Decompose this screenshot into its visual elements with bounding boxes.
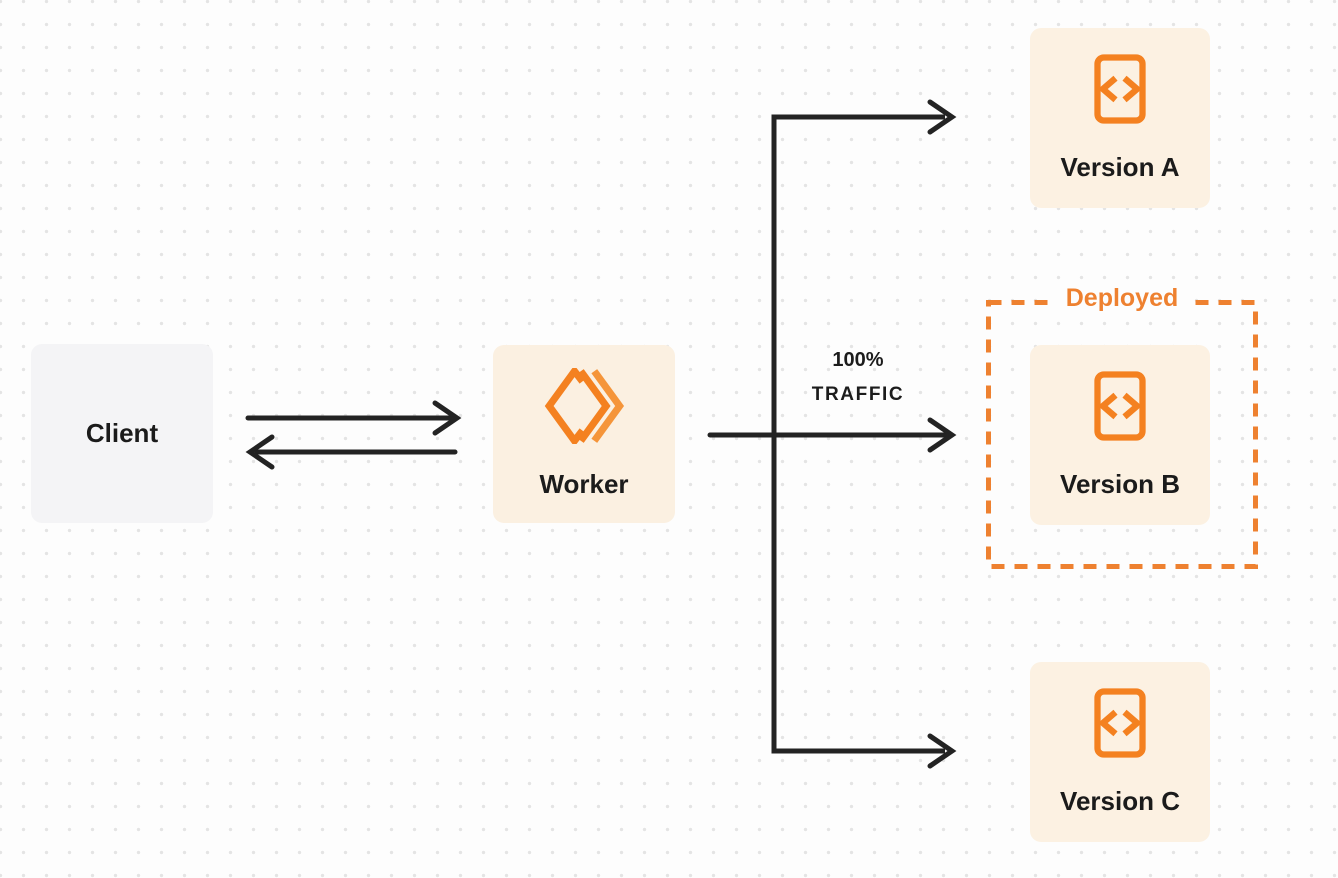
client-node: Client [31,344,213,523]
code-file-icon [1091,370,1149,447]
branch-arrow-version-a [771,99,957,135]
worker-node: Worker [493,345,675,523]
traffic-word: TRAFFIC [811,384,905,405]
version-a-node: Version A [1030,28,1210,208]
worker-to-client-arrow [245,434,458,470]
version-a-label: Version A [1060,151,1180,182]
traffic-label: 100% TRAFFIC [776,346,940,407]
worker-label: Worker [539,468,629,499]
version-b-node: Version B [1030,345,1210,525]
branch-arrow-version-c [771,733,957,769]
version-b-label: Version B [1060,468,1180,499]
deployed-dashed-border [986,300,1258,569]
deployed-label: Deployed [1053,284,1191,313]
code-file-icon [1091,53,1149,130]
client-label: Client [85,417,159,448]
workers-chevron-icon [543,365,625,449]
traffic-percent: 100% [832,349,884,371]
version-c-node: Version C [1030,662,1210,842]
client-to-worker-arrow [245,400,462,436]
deployed-container: Deployed [986,284,1258,569]
main-traffic-arrow [707,417,957,453]
version-c-label: Version C [1060,785,1180,816]
code-file-icon [1091,687,1149,764]
